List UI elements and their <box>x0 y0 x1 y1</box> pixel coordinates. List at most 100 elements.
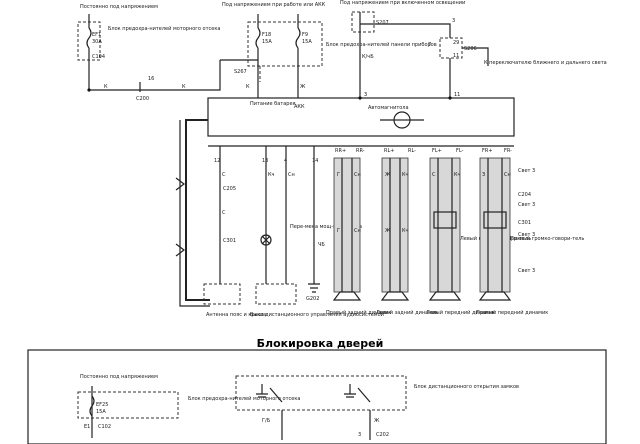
door-lock-fuse-name: EF25 <box>96 402 108 408</box>
fuse-left-name: EF1 <box>92 32 101 38</box>
fuse-left-symbol <box>86 27 92 49</box>
rear-left-speaker-icon <box>380 291 410 301</box>
pin-12: 12 <box>214 158 220 164</box>
door-lock-wiring-diagram: Постоянно под напряжением EF25 15А Блок … <box>27 349 607 444</box>
tweeter-right-label: Правый громко-говори-тель <box>510 235 584 242</box>
door-lock-fuse-symbol <box>89 395 95 417</box>
door-lock-unit-label: Блок дистанционного открытия замков <box>414 384 519 390</box>
switch-pin-bottom: 11 <box>453 53 459 59</box>
door-lock-wire-left: Г/Б <box>262 418 271 424</box>
wire-rl-plus-2: Ж <box>385 228 391 234</box>
shielded-cable <box>185 119 210 301</box>
fuse-mid-header: Под напряжением при работе или АКК <box>222 2 326 8</box>
rear-left-speaker-group: Ж Кч Ж Кч Левый задний динамик <box>376 157 438 316</box>
conn-c204: C204 <box>518 192 531 198</box>
wire-fr-plus: З <box>482 172 485 178</box>
door-lock-ground-1 <box>256 384 268 398</box>
ground-label: G202 <box>306 296 319 302</box>
head-unit-power-label: Питание батарея <box>250 101 296 107</box>
conn-label-2: Свет 3 <box>518 202 535 208</box>
fuse-left-rating: 30А <box>92 39 102 45</box>
power-source-label: Пере-мена мощ-ности тока <box>290 224 362 230</box>
pin-rl-minus: RL- <box>408 148 416 154</box>
pin-fl-plus: FL+ <box>432 148 442 154</box>
door-lock-header: Постоянно под напряжением <box>80 374 158 380</box>
wire-fr-minus: Сн <box>504 172 511 178</box>
door-lock-pin-right: 3 <box>358 432 361 438</box>
splice-wire: К <box>182 84 186 90</box>
switch-pin-top: 3 <box>452 18 455 24</box>
head-unit-acc-label: АКК <box>294 104 305 110</box>
wire-fl-minus: Кч <box>454 172 461 178</box>
door-lock-wire-right: Ж <box>374 418 380 424</box>
fuse-b-rating: 15А <box>302 39 312 45</box>
rear-right-speaker-group: Г Сн Г Сн Правый задний динамик <box>326 157 391 316</box>
switch-pin-left: 7 <box>428 42 431 48</box>
wire-antenna-color: С <box>222 172 226 178</box>
pin-rr-minus: RR- <box>356 148 365 154</box>
splice-number: 16 <box>148 76 154 82</box>
lighting-header: Под напряжением при включенном освещении <box>340 0 465 6</box>
door-lock-unit-box <box>235 375 407 411</box>
fuse-left-header: Постоянно под напряжением <box>80 4 158 10</box>
head-unit-pin-right: 11 <box>454 92 460 98</box>
remote-label: Выкл дистанционного управления аудиосист… <box>250 311 384 318</box>
fuse-b-name: F9 <box>302 32 308 38</box>
antenna-label: Антенна пояс и крыша <box>206 312 266 318</box>
fuse-a-name: F18 <box>262 32 271 38</box>
switch-pin-right: 29 <box>453 40 459 46</box>
wire-ground-color: ЧБ <box>318 242 325 248</box>
front-left-speaker-icon <box>428 291 462 301</box>
door-lock-pin-left: E1 <box>84 424 90 430</box>
conn-label-3: Свет 3 <box>518 232 535 238</box>
front-right-speaker-icon <box>478 291 512 301</box>
wire-rr-plus: Г <box>337 172 340 178</box>
pin-rr-plus: RR+ <box>335 148 346 154</box>
conn-c301b: C301 <box>518 220 531 226</box>
switch-connector: S206 <box>464 46 477 52</box>
head-unit-pin-left: 3 <box>364 92 367 98</box>
door-lock-switch-1 <box>269 387 283 403</box>
fuse-mid-wire-left: К <box>246 84 250 90</box>
door-lock-ground-2 <box>344 384 356 398</box>
pin-fl-minus: FL- <box>456 148 464 154</box>
conn-label-4: Свет 3 <box>518 268 535 274</box>
door-lock-frame <box>27 349 607 444</box>
door-lock-fuse-rating: 15А <box>96 409 106 415</box>
wire-rr-minus-2: Сн <box>354 228 361 234</box>
wire-fl-plus: С <box>432 172 436 178</box>
wire-rl-plus: Ж <box>385 172 391 178</box>
section-title: Блокировка дверей <box>256 337 384 350</box>
lighting-box <box>351 11 375 33</box>
wire-rl-minus-2: Кч <box>402 228 409 234</box>
fuse-left-connector: C104 <box>92 54 105 60</box>
pin-13: 13 <box>262 158 268 164</box>
fuse-a-symbol <box>255 27 261 49</box>
door-lock-fuse-box <box>77 391 179 419</box>
door-lock-fuse-label: Блок предохра-нителей моторного отсека <box>188 395 300 402</box>
wire-rr-plus-2: Г <box>337 228 340 234</box>
lighting-wire: К/чБ <box>362 54 374 60</box>
antenna-box <box>203 283 241 305</box>
switch-label: К переключателю ближнего и дальнего свет… <box>484 60 607 66</box>
rear-right-speaker-icon <box>332 291 362 301</box>
speaker-rear-left: Левый задний динамик <box>376 309 438 316</box>
wire-rl-minus: Кч <box>402 172 409 178</box>
door-lock-connector-right: C202 <box>376 432 389 438</box>
conn-c301: C301 <box>223 238 236 244</box>
pin-fr-plus: FR+ <box>482 148 493 154</box>
fuse-mid-box <box>247 21 323 67</box>
splice-connector: C200 <box>136 96 149 102</box>
pin-fr-minus: FR- <box>504 148 512 154</box>
fuse-a-rating: 15А <box>262 39 272 45</box>
wire-remote-color: Кч <box>268 172 275 178</box>
fuse-left-label: Блок предохра-нителей моторного отсека <box>108 25 220 32</box>
head-unit-name: Автомагнитола <box>368 105 409 111</box>
front-right-speaker-group: З Сн Правый громко-говори-тель Правый пе… <box>476 157 584 316</box>
ground-icon <box>308 283 320 293</box>
speaker-front-left: Левый передний динамик <box>426 309 495 316</box>
speaker-rear-right: Правый задний динамик <box>326 309 391 316</box>
conn-c205: C205 <box>223 186 236 192</box>
fuse-left-wire: К <box>104 84 108 90</box>
fuse-b-symbol <box>295 27 301 49</box>
